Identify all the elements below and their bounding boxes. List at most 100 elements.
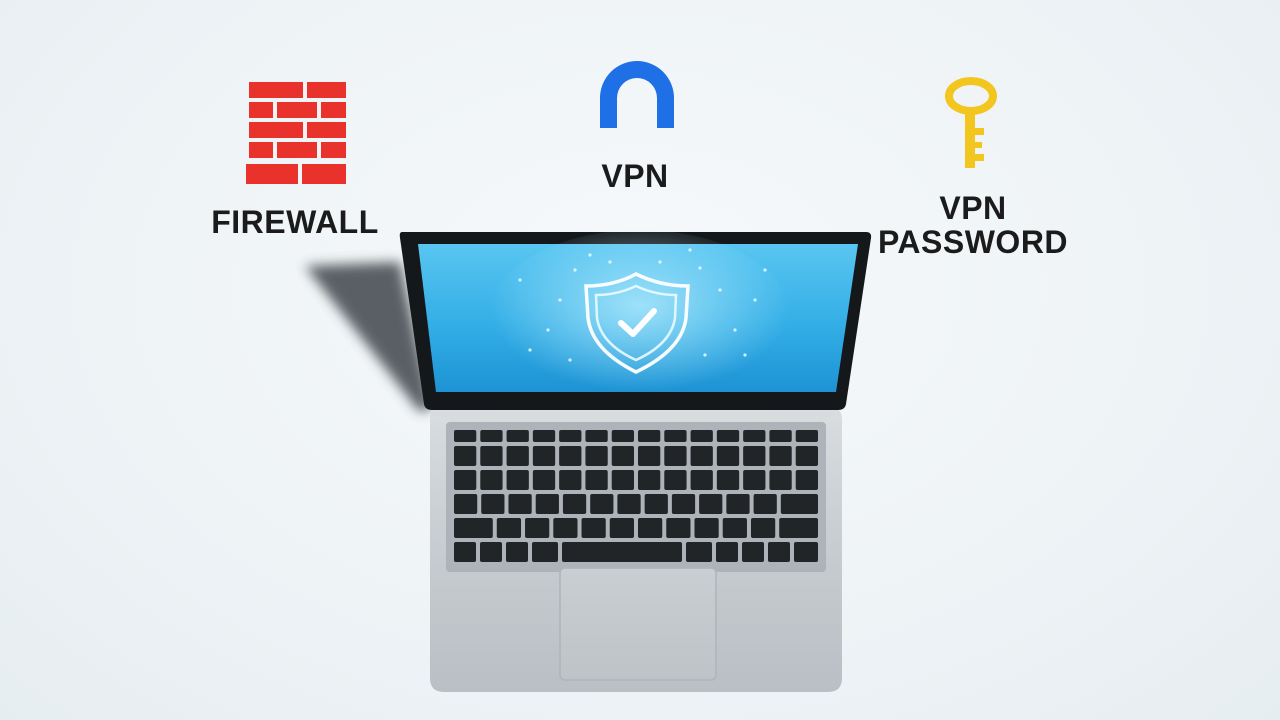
keyboard-key xyxy=(795,446,818,466)
shield-check-icon xyxy=(584,272,690,374)
keyboard-key xyxy=(535,494,559,514)
keyboard-key xyxy=(581,518,606,538)
keyboard-key xyxy=(742,542,764,562)
sparkle-dot xyxy=(658,260,662,264)
keyboard-key xyxy=(664,470,687,490)
keyboard-key xyxy=(743,470,766,490)
keyboard-key xyxy=(795,470,818,490)
keyboard-key xyxy=(750,518,776,538)
keyboard-key xyxy=(690,446,713,466)
keyboard-key xyxy=(532,446,556,466)
sparkle-dot xyxy=(558,298,562,302)
sparkle-dot xyxy=(703,353,707,357)
keyboard-key xyxy=(496,518,522,538)
keyboard-key xyxy=(769,430,792,442)
keyboard-key xyxy=(559,446,582,466)
laptop-base xyxy=(430,408,842,692)
keyboard-key xyxy=(454,542,476,562)
sparkle-dot xyxy=(568,358,572,362)
sparkle-dot xyxy=(588,253,592,257)
keyboard-key xyxy=(769,446,792,466)
keyboard-key xyxy=(690,470,713,490)
tunnel-arch-icon xyxy=(600,61,674,128)
keyboard-key xyxy=(671,494,696,514)
keyboard-key xyxy=(716,542,738,562)
keyboard-key xyxy=(532,430,556,442)
keyboard-key xyxy=(686,542,712,562)
keyboard-key xyxy=(590,494,614,514)
keyboard-key xyxy=(690,430,713,442)
keyboard-key xyxy=(506,542,528,562)
keyboard-key xyxy=(753,494,777,514)
keyboard-key xyxy=(454,518,493,538)
keyboard-key xyxy=(779,518,818,538)
sparkle-dot xyxy=(763,268,767,272)
keyboard-key xyxy=(664,446,687,466)
keyboard-key xyxy=(454,494,478,514)
keyboard-key xyxy=(768,542,790,562)
keyboard-key xyxy=(743,430,766,442)
keyboard-key xyxy=(794,542,818,562)
keyboard-key xyxy=(559,430,582,442)
sparkle-dot xyxy=(743,353,747,357)
trackpad xyxy=(559,567,717,681)
keyboard-key xyxy=(716,446,740,466)
keyboard-key xyxy=(532,470,556,490)
keyboard-key xyxy=(638,470,661,490)
sparkle-dot xyxy=(698,266,702,270)
keyboard-key xyxy=(722,518,747,538)
keyboard-key xyxy=(553,518,578,538)
keyboard-key xyxy=(508,494,532,514)
keyboard-key xyxy=(611,446,634,466)
sparkle-dot xyxy=(546,328,550,332)
key-icon xyxy=(945,77,997,168)
keyboard-key xyxy=(638,430,661,442)
keyboard-key xyxy=(559,470,582,490)
keyboard-key xyxy=(769,470,792,490)
keyboard-key xyxy=(609,518,634,538)
keyboard-key xyxy=(780,494,818,514)
sparkle-dot xyxy=(518,278,522,282)
keyboard-key xyxy=(694,518,719,538)
keyboard-key xyxy=(743,446,766,466)
keyboard-key xyxy=(525,518,550,538)
keyboard-key xyxy=(506,430,529,442)
keyboard-key xyxy=(726,494,750,514)
keyboard-key xyxy=(585,446,608,466)
laptop-shadow xyxy=(305,262,432,412)
sparkle-dot xyxy=(733,328,737,332)
vpn-password-label: VPN PASSWORD xyxy=(868,190,1078,260)
brick-wall-icon xyxy=(246,82,346,184)
keyboard-key xyxy=(611,470,634,490)
sparkle-dot xyxy=(573,268,577,272)
keyboard-key xyxy=(585,470,608,490)
keyboard xyxy=(454,430,818,562)
keyboard-key xyxy=(506,446,529,466)
keyboard-key xyxy=(480,470,503,490)
keyboard-key xyxy=(481,494,505,514)
sparkle-dot xyxy=(608,260,612,264)
keyboard-key xyxy=(666,518,691,538)
keyboard-key xyxy=(480,430,503,442)
keyboard-key xyxy=(664,430,687,442)
keyboard-key xyxy=(699,494,723,514)
sparkle-dot xyxy=(718,288,722,292)
vpn-label: VPN xyxy=(601,158,669,194)
keyboard-key xyxy=(562,494,587,514)
sparkle-dot xyxy=(688,248,692,252)
vpn-password-label-line2: PASSWORD xyxy=(877,223,1069,260)
keyboard-key xyxy=(454,446,477,466)
keyboard-key xyxy=(480,446,503,466)
keyboard-key xyxy=(454,430,477,442)
keyboard-key xyxy=(617,494,641,514)
keyboard-key xyxy=(585,430,608,442)
keyboard-key xyxy=(532,542,558,562)
keyboard-key xyxy=(638,518,663,538)
vpn-password-label-line1: VPN xyxy=(939,190,1007,226)
screen-sparkles xyxy=(518,248,767,362)
keyboard-key xyxy=(716,470,740,490)
spacebar-key xyxy=(562,542,682,562)
keyboard-key xyxy=(638,446,661,466)
keyboard-key xyxy=(611,430,634,442)
